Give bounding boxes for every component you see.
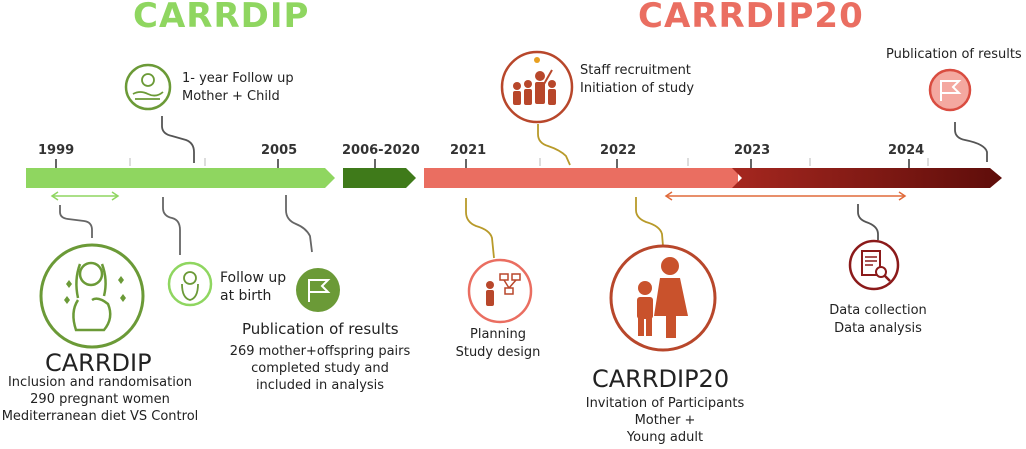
followup-birth-label: Follow up at birth: [220, 270, 287, 304]
publication-2005-heading: Publication of results: [242, 320, 399, 338]
followup-year-label: 1- year Follow up Mother + Child: [182, 71, 294, 104]
pregnant-woman-icon: [39, 243, 145, 349]
range-arrow-carrdip: [50, 191, 120, 201]
year-1999: 1999: [38, 143, 75, 158]
carrdip20-description: Invitation of Participants Mother + Youn…: [585, 396, 745, 445]
connector-planning: [465, 198, 495, 259]
staff-label: Staff recruitment Initiation of study: [580, 63, 695, 96]
connector-publication-2005: [285, 195, 313, 253]
connector-staff: [537, 124, 571, 166]
data-label: Data collection Data analysis: [829, 303, 927, 336]
connector-carrdip20: [635, 197, 664, 247]
year-2024: 2024: [888, 143, 925, 158]
connector-data: [857, 204, 879, 240]
carrdip-title: CARRDIP: [133, 0, 310, 36]
swaddled-baby-icon: [167, 261, 213, 307]
carrdip20-title: CARRDIP20: [638, 0, 864, 36]
timeline-bar-2006-2020: [343, 168, 416, 188]
connector-followup-year: [161, 116, 195, 163]
flowchart-presenter-icon: [467, 258, 533, 324]
timeline-bar-carrdip20-late: [732, 168, 1002, 188]
team-leader-icon: [500, 50, 574, 124]
publication-2024-heading: Publication of results: [886, 47, 1022, 62]
minor-ticks: [129, 158, 929, 166]
year-2022: 2022: [600, 143, 637, 158]
planning-label: Planning Study design: [455, 327, 541, 360]
year-ticks: [55, 159, 910, 168]
year-2021: 2021: [450, 143, 487, 158]
year-2005: 2005: [261, 143, 298, 158]
carrdip-description: Inclusion and randomisation 290 pregnant…: [1, 375, 199, 424]
timeline-bar-carrdip20: [424, 168, 738, 188]
flag-icon-2005: [296, 268, 340, 312]
year-2006-2020: 2006-2020: [342, 143, 420, 158]
connector-birth: [162, 197, 181, 255]
range-arrow-carrdip20: [664, 191, 907, 201]
mother-child-icon: [609, 244, 717, 352]
carrdip-heading: CARRDIP: [45, 349, 152, 377]
baby-in-hand-icon: [124, 63, 172, 111]
flag-icon-2024: [928, 68, 972, 112]
report-magnifier-icon: [848, 239, 900, 291]
connector-publication-2024: [954, 122, 988, 162]
connector-carrdip: [59, 205, 93, 238]
year-2023: 2023: [734, 143, 771, 158]
timeline-bar-carrdip: [26, 168, 335, 188]
carrdip20-heading: CARRDIP20: [592, 365, 730, 393]
publication-2005-description: 269 mother+offspring pairs completed stu…: [229, 344, 411, 393]
